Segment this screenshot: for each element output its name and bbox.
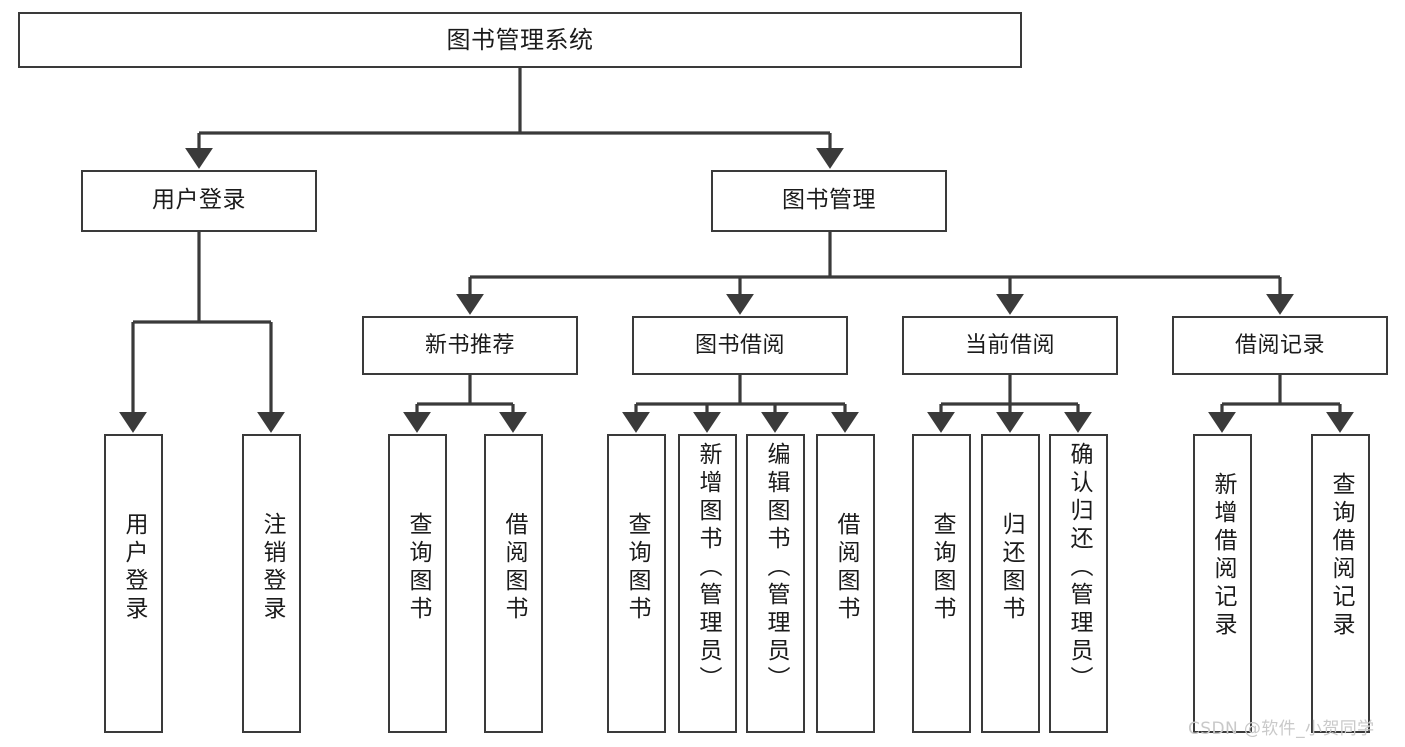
leaf-add-record[interactable]: 新增借阅记录 [1193, 434, 1252, 733]
leaf-query-book-2[interactable]: 查询图书 [607, 434, 666, 733]
node-label: 新增借阅记录 [1210, 472, 1236, 640]
csdn-watermark: CSDN @软件_小贺同学 [1188, 719, 1375, 739]
node-label: 图书管理系统 [446, 25, 594, 54]
node-label: 查询图书 [624, 512, 650, 624]
node-label: 图书管理 [782, 187, 876, 214]
leaf-return-book[interactable]: 归还图书 [981, 434, 1040, 733]
node-label: 当前借阅 [964, 332, 1055, 358]
leaf-borrow-book-2[interactable]: 借阅图书 [816, 434, 875, 733]
node-label: 确认归还（管理员） [1066, 442, 1092, 694]
node-book-borrow[interactable]: 图书借阅 [632, 316, 848, 375]
node-borrow-record[interactable]: 借阅记录 [1172, 316, 1388, 375]
node-user-login[interactable]: 用户登录 [81, 170, 317, 232]
node-new-book-recommend[interactable]: 新书推荐 [362, 316, 578, 375]
leaf-borrow-book-1[interactable]: 借阅图书 [484, 434, 543, 733]
node-label: 图书借阅 [694, 332, 785, 358]
leaf-add-book[interactable]: 新增图书（管理员） [678, 434, 737, 733]
node-label: 新书推荐 [424, 332, 515, 358]
node-label: 查询借阅记录 [1328, 472, 1354, 640]
node-label: 注销登录 [259, 512, 285, 624]
leaf-query-record[interactable]: 查询借阅记录 [1311, 434, 1370, 733]
node-label: 查询图书 [929, 512, 955, 624]
node-root-system[interactable]: 图书管理系统 [18, 12, 1022, 68]
node-label: 归还图书 [998, 512, 1024, 624]
leaf-confirm-return[interactable]: 确认归还（管理员） [1049, 434, 1108, 733]
node-book-manage[interactable]: 图书管理 [711, 170, 947, 232]
node-label: 查询图书 [405, 512, 431, 624]
node-label: 新增图书（管理员） [695, 442, 721, 694]
leaf-query-book-3[interactable]: 查询图书 [912, 434, 971, 733]
leaf-edit-book[interactable]: 编辑图书（管理员） [746, 434, 805, 733]
node-label: 用户登录 [121, 512, 147, 624]
node-label: 借阅图书 [833, 512, 859, 624]
node-current-borrow[interactable]: 当前借阅 [902, 316, 1118, 375]
leaf-logout-login[interactable]: 注销登录 [242, 434, 301, 733]
leaf-user-login[interactable]: 用户登录 [104, 434, 163, 733]
node-label: 借阅图书 [501, 512, 527, 624]
node-label: 借阅记录 [1234, 332, 1325, 358]
node-label: 用户登录 [152, 187, 246, 214]
leaf-query-book-1[interactable]: 查询图书 [388, 434, 447, 733]
node-label: 编辑图书（管理员） [763, 442, 789, 694]
